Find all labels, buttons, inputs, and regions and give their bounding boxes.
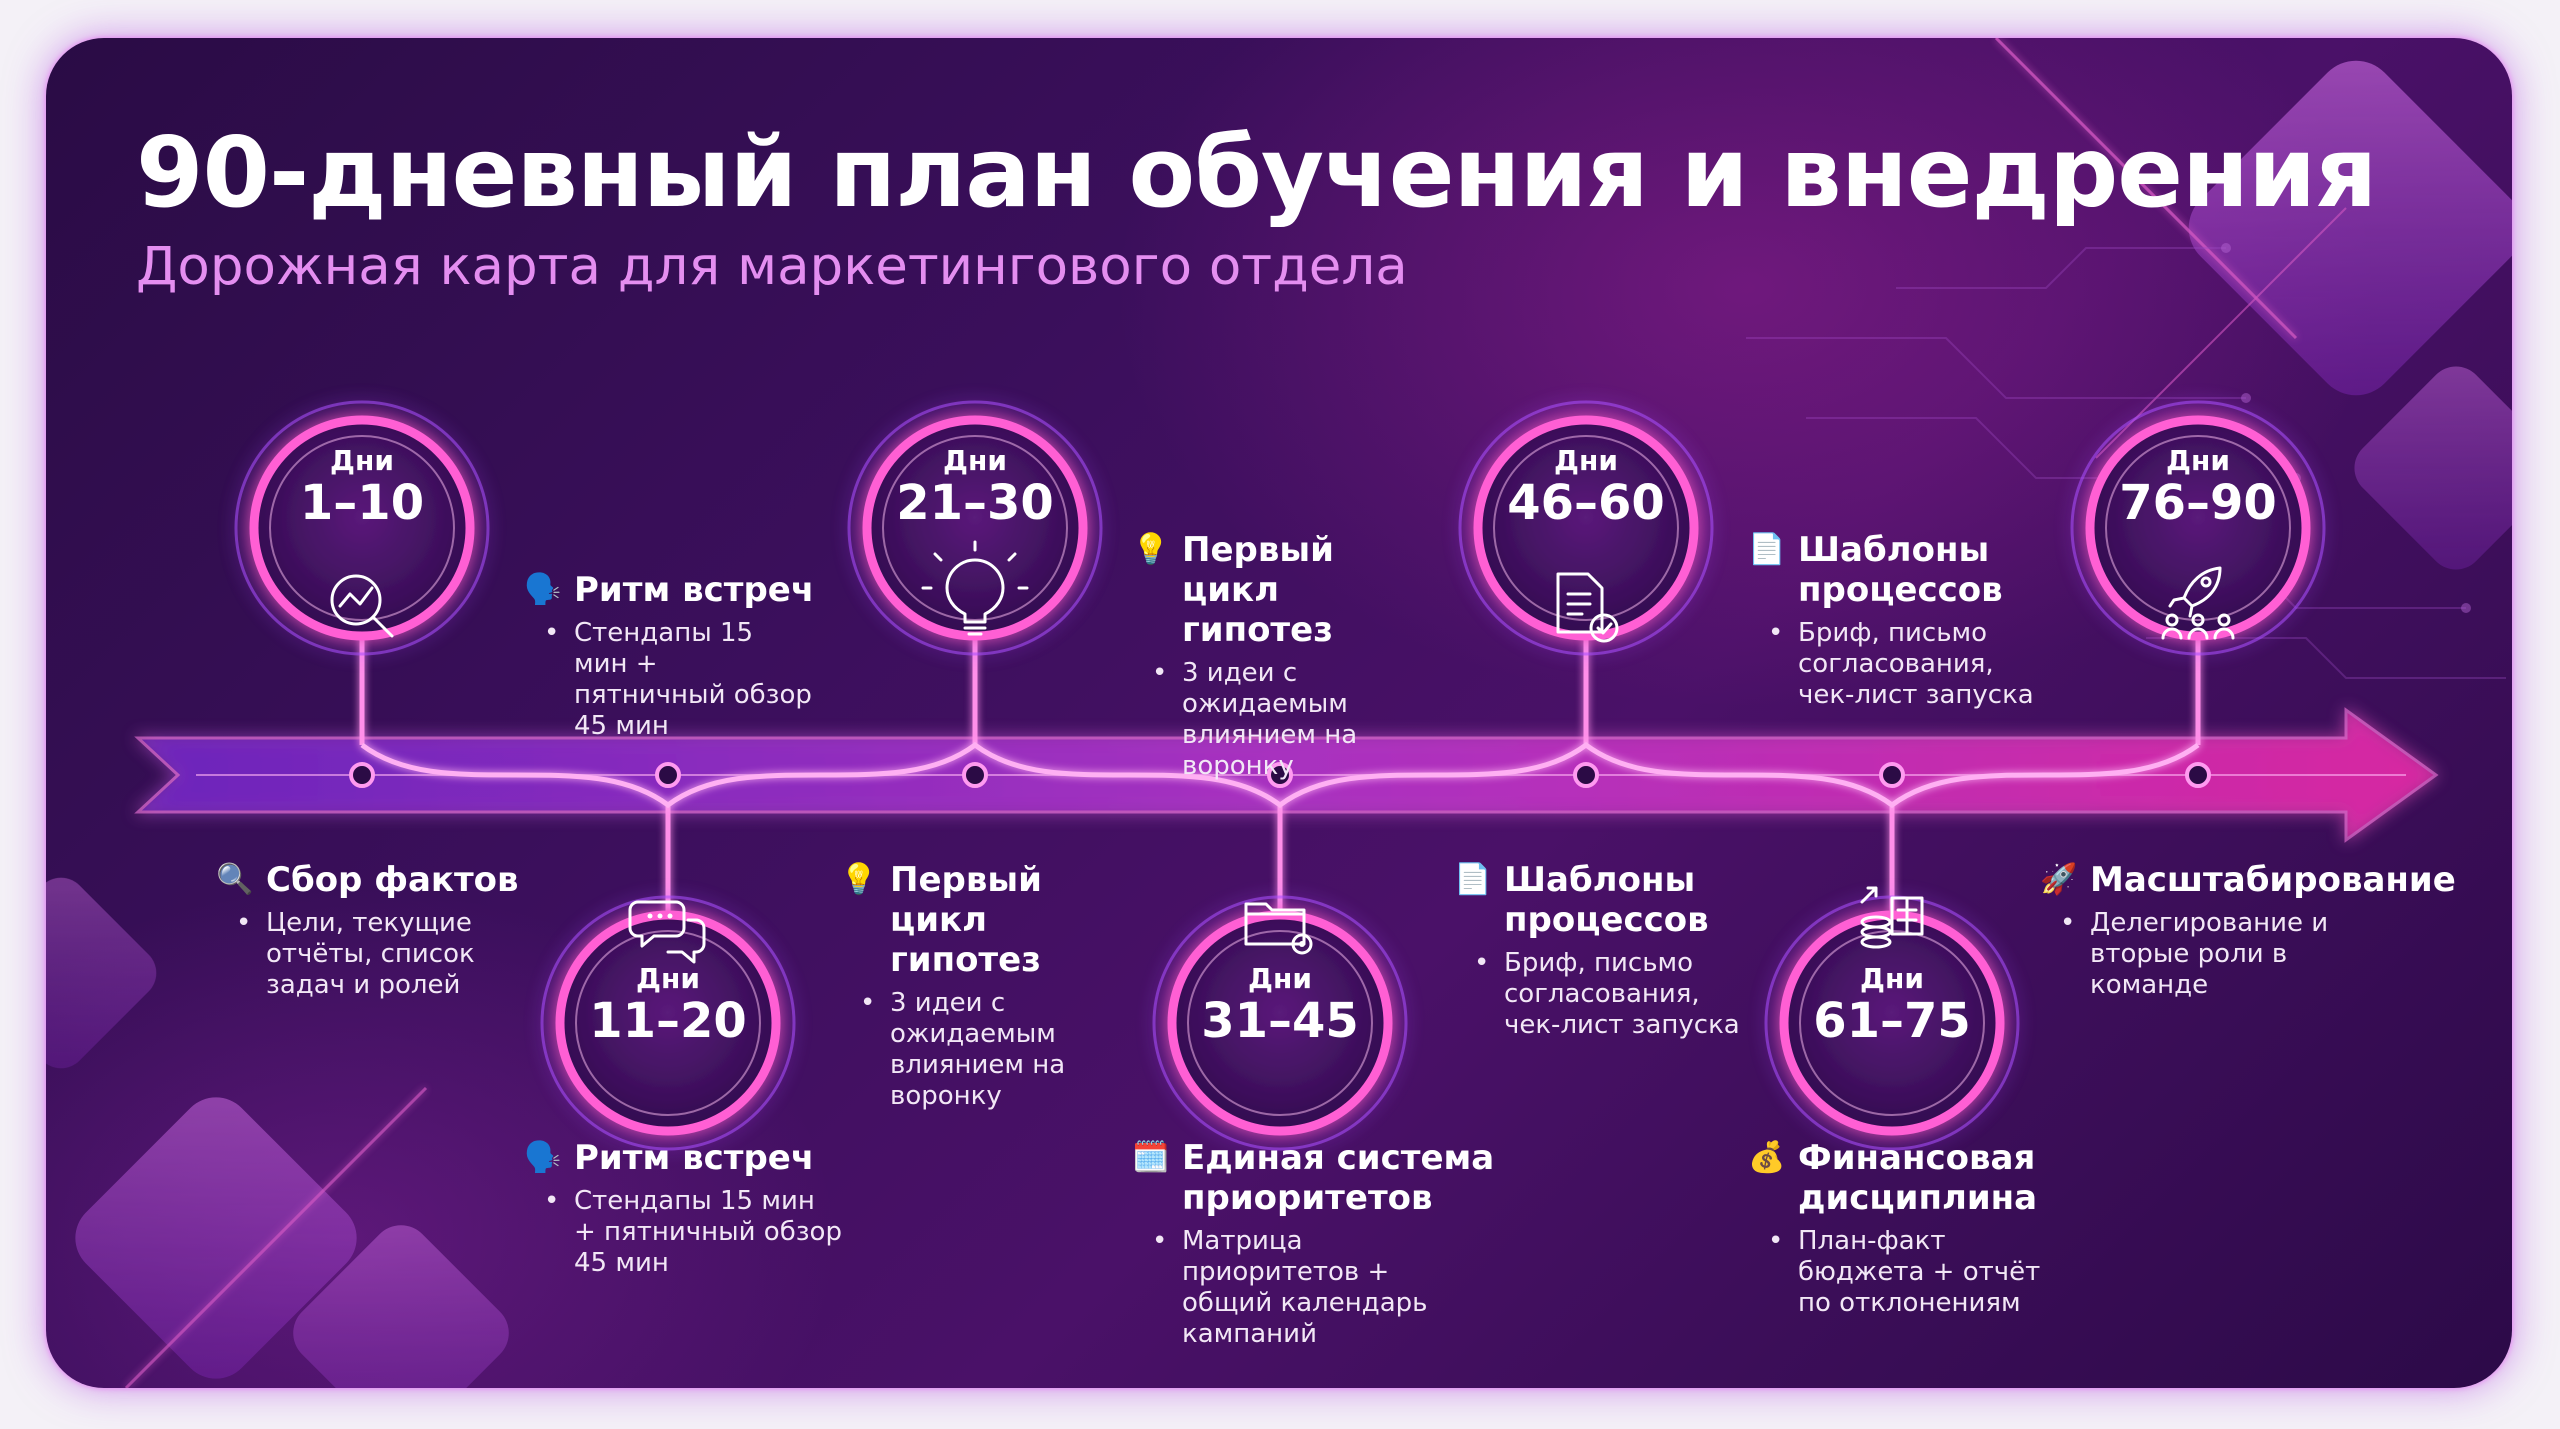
note-title: 📄Шаблоны процессов — [1454, 860, 1709, 940]
milestone-range: 21–30 — [896, 475, 1054, 531]
milestone-connectors — [359, 636, 2201, 915]
note-process-templates-top: 📄Шаблоны процессов Бриф, письмо согласов… — [1748, 530, 2058, 711]
speaking-head-icon: 🗣️ — [524, 572, 562, 607]
note-title: 💡Первый цикл гипотез — [840, 860, 1042, 980]
milestone-label: Дни — [636, 962, 700, 995]
milestone-circle — [1458, 400, 1714, 656]
note-title: 💡Первый цикл гипотез — [1132, 530, 1334, 650]
note-financial-discipline: 💰Финансовая дисциплина План-факт бюджета… — [1748, 1138, 2078, 1319]
note-process-templates-bottom: 📄Шаблоны процессов Бриф, письмо согласов… — [1454, 860, 1764, 1041]
note-body: Делегирование и вторые роли в команде — [2040, 908, 2340, 1001]
note-title: 💰Финансовая дисциплина — [1748, 1138, 2038, 1218]
timeline-dot — [655, 762, 681, 788]
note-body: План-факт бюджета + отчёт по отклонениям — [1748, 1226, 2078, 1319]
document-icon: 📄 — [1748, 532, 1786, 567]
milestone-circles — [234, 400, 2326, 1151]
milestone-circle — [2070, 400, 2326, 656]
milestone-label: Дни — [2166, 444, 2230, 477]
note-scaling: 🚀Масштабирование Делегирование и вторые … — [2040, 860, 2460, 1001]
page-title: 90-дневный план обучения и внедрения — [136, 116, 2377, 229]
rocket-team-icon — [2161, 566, 2235, 640]
milestone-icons — [330, 540, 2235, 964]
milestone-label: Дни — [943, 444, 1007, 477]
note-body: Цели, текущие отчёты, список задач и рол… — [216, 908, 496, 1001]
milestone-label: Дни — [330, 444, 394, 477]
search-analytics-icon — [330, 574, 394, 638]
money-bag-icon: 💰 — [1748, 1140, 1786, 1175]
note-body: Стендапы 15 мин + пятничный обзор 45 мин — [524, 618, 814, 742]
note-priority-system: 🗓️Единая система приоритетов Матрица при… — [1132, 1138, 1512, 1350]
milestone-range: 11–20 — [589, 993, 747, 1049]
note-title: 🚀Масштабирование — [2040, 860, 2456, 900]
connector-stems — [359, 636, 2201, 915]
note-hypotheses-bottom: 💡Первый цикл гипотез 3 идеи с ожидаемым … — [840, 860, 1120, 1112]
calendar-icon: 🗓️ — [1132, 1140, 1170, 1175]
lightbulb-icon: 💡 — [840, 862, 878, 897]
note-meeting-rhythm-top: 🗣️Ритм встреч Стендапы 15 мин + пятничны… — [524, 570, 854, 742]
roadmap-card: 90-дневный план обучения и внедрения Дор… — [46, 38, 2512, 1388]
page-subtitle: Дорожная карта для маркетингового отдела — [136, 236, 1408, 297]
note-body: Матрица приоритетов + общий календарь ка… — [1132, 1226, 1482, 1350]
chat-bubbles-icon — [628, 900, 706, 964]
timeline-dot — [1879, 762, 1905, 788]
timeline-dot — [1573, 762, 1599, 788]
document-icon: 📄 — [1454, 862, 1492, 897]
timeline-dot — [962, 762, 988, 788]
note-title: 🗣️Ритм встреч — [524, 1138, 815, 1178]
note-body: 3 идеи с ожидаемым влиянием на воронку — [840, 988, 1090, 1112]
note-body: Бриф, письмо согласования, чек-лист запу… — [1748, 618, 2038, 711]
milestone-range: 1–10 — [299, 475, 425, 531]
note-body: Стендапы 15 мин + пятничный обзор 45 мин — [524, 1186, 844, 1279]
note-body: Бриф, письмо согласования, чек-лист запу… — [1454, 948, 1744, 1041]
lightbulb-icon — [921, 540, 1029, 636]
milestone-circle — [234, 400, 490, 656]
milestone-label: Дни — [1554, 444, 1618, 477]
note-title: 📄Шаблоны процессов — [1748, 530, 2003, 610]
timeline-dot — [349, 762, 375, 788]
note-title: 🗣️Ритм встреч — [524, 570, 815, 610]
note-body: 3 идеи с ожидаемым влиянием на воронку — [1132, 658, 1452, 782]
milestone-label: Дни — [1860, 962, 1924, 995]
milestone-range: 31–45 — [1201, 993, 1359, 1049]
folder-gear-icon — [1244, 902, 1313, 955]
note-meeting-rhythm-bottom: 🗣️Ритм встреч Стендапы 15 мин + пятничны… — [524, 1138, 884, 1279]
timeline-graphic — [46, 38, 2512, 1388]
speaking-head-icon: 🗣️ — [524, 1140, 562, 1175]
milestone-range: 76–90 — [2119, 475, 2277, 531]
note-title: 🔍Сбор фактов — [216, 860, 519, 900]
coins-chart-icon — [1860, 886, 1924, 949]
milestone-circle — [1764, 895, 2020, 1151]
milestone-range: 46–60 — [1507, 475, 1665, 531]
note-title: 🗓️Единая система приоритетов — [1132, 1138, 1495, 1218]
milestone-label: Дни — [1248, 962, 1312, 995]
note-fact-gathering: 🔍Сбор фактов Цели, текущие отчёты, списо… — [216, 860, 576, 1001]
connector-wave — [360, 741, 2200, 809]
document-check-icon — [1556, 572, 1619, 643]
note-hypotheses-top: 💡Первый цикл гипотез 3 идеи с ожидаемым … — [1132, 530, 1462, 782]
milestone-circle — [847, 400, 1103, 656]
lightbulb-icon: 💡 — [1132, 532, 1170, 567]
magnifier-icon: 🔍 — [216, 862, 254, 897]
rocket-icon: 🚀 — [2040, 862, 2078, 897]
timeline-dot — [2185, 762, 2211, 788]
milestone-range: 61–75 — [1813, 993, 1971, 1049]
